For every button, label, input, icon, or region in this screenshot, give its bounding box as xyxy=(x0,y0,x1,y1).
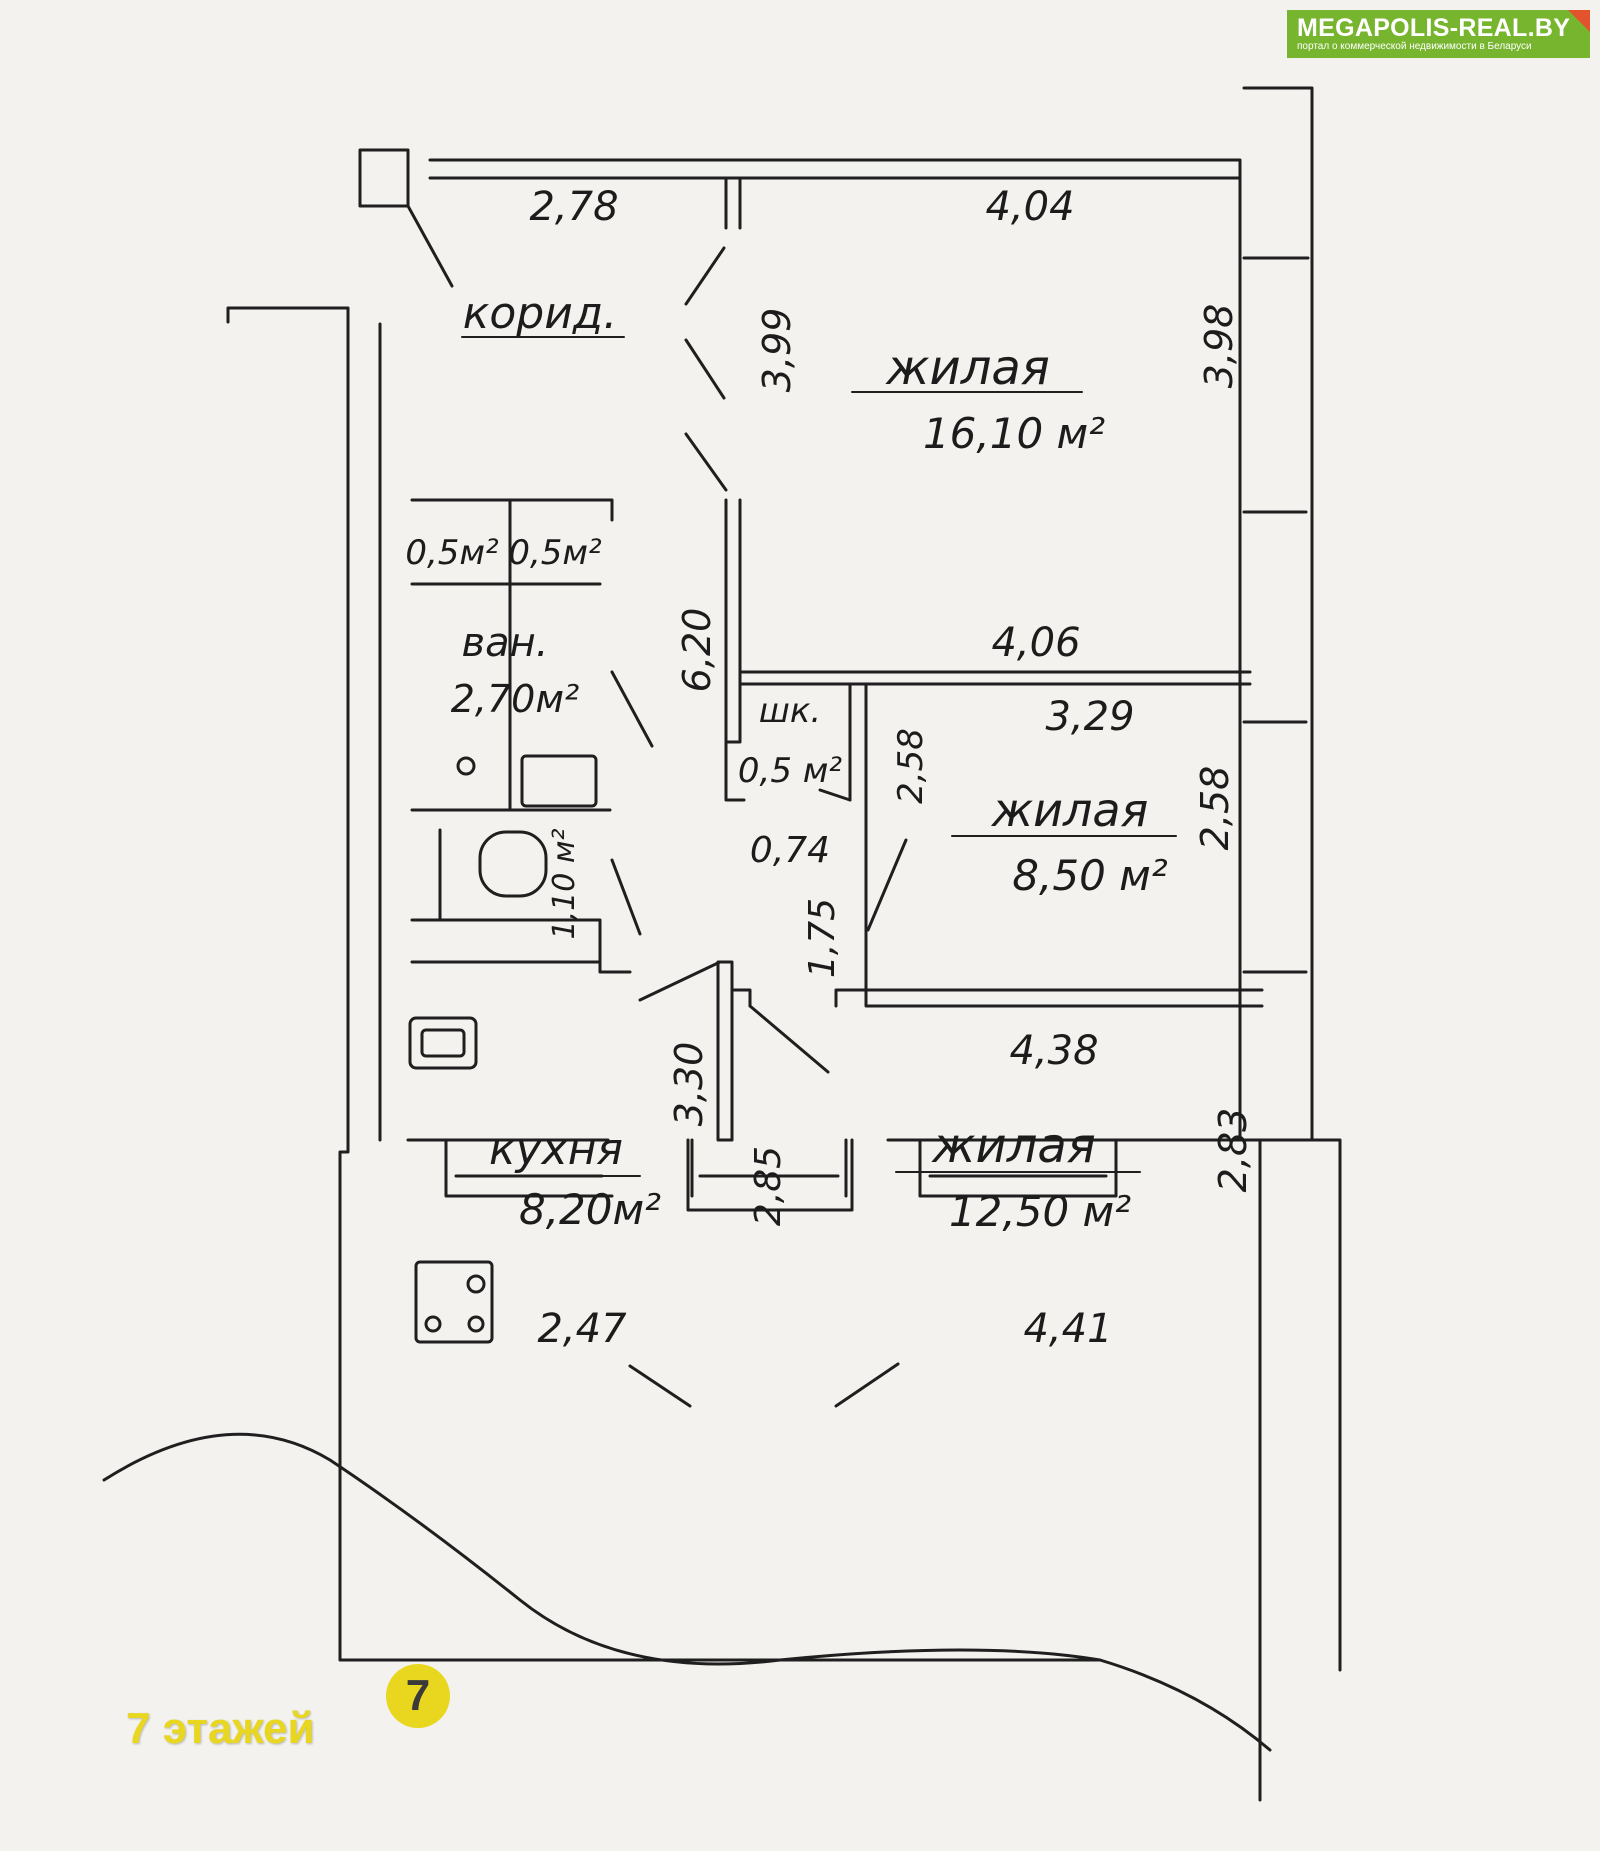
dim-corridor-top: 2,78 xyxy=(529,184,618,230)
closet-main-area: 0,5 м² xyxy=(738,751,843,791)
dim-living-mid-top: 4,38 xyxy=(1009,1028,1098,1074)
door-swings xyxy=(406,204,908,1408)
dim-kitchen-bottom: 2,47 xyxy=(537,1306,627,1352)
floors-stamp-text: 7 этажей xyxy=(126,1704,315,1753)
balcony-outline xyxy=(102,1432,1272,1752)
dim-living-mid-bottom: 4,41 xyxy=(1023,1306,1112,1352)
sink-inner xyxy=(420,1028,466,1058)
megapolis-watermark: MEGAPOLIS-REAL.BY портал о коммерческой … xyxy=(1287,10,1590,58)
wc-area: 1,10 м² xyxy=(547,829,582,940)
living-large-bottom-wall xyxy=(738,670,1252,686)
top-left-pillar xyxy=(358,148,410,208)
dim-kitchen-inner: 2,85 xyxy=(748,1146,789,1226)
burner xyxy=(424,1315,442,1333)
closet-walls xyxy=(724,682,868,840)
closet-main-name: шк. xyxy=(759,691,821,731)
dim-living-small-side: 2,58 xyxy=(1193,766,1237,851)
dim-closet-side: 2,58 xyxy=(891,728,931,804)
closet-1-area: 0,5м² xyxy=(405,533,499,573)
kitchen-partition xyxy=(716,960,752,1142)
room-kitchen-name: кухня xyxy=(489,1124,623,1175)
closet-2-area: 0,5м² xyxy=(508,533,602,573)
dim-corridor-side: 3,99 xyxy=(755,308,799,393)
room-living-mid-name: жилая xyxy=(931,1118,1095,1174)
watermark-tagline: портал о коммерческой недвижимости в Бел… xyxy=(1297,41,1532,52)
room-bath-name: ван. xyxy=(462,620,549,666)
living-small-bottom-wall xyxy=(834,836,1264,1008)
bottom-wall xyxy=(406,1138,1272,1198)
toilet xyxy=(478,830,548,898)
watermark-site: MEGAPOLIS-REAL.BY xyxy=(1297,14,1571,42)
floors-stamp: 7 этажей 7 xyxy=(126,1664,456,1764)
room-kitchen-area: 8,20м² xyxy=(519,1185,661,1234)
burner xyxy=(466,1274,486,1294)
room-living-mid-area: 12,50 м² xyxy=(949,1187,1131,1236)
bath-walls xyxy=(410,498,632,974)
drain xyxy=(456,756,476,776)
room-bath-area: 2,70м² xyxy=(451,677,580,721)
burner xyxy=(467,1315,485,1333)
room-corridor: корид. xyxy=(463,288,617,339)
room-living-large-area: 16,10 м² xyxy=(923,409,1105,458)
label-underlines xyxy=(461,336,1177,1177)
dim-kitchen-side: 3,30 xyxy=(667,1042,711,1127)
dim-living-mid-side: 2,83 xyxy=(1211,1108,1255,1193)
dim-corridor-long: 6,20 xyxy=(675,608,719,693)
dim-living-large-side: 3,98 xyxy=(1197,304,1241,389)
sink xyxy=(408,1016,478,1070)
outer-wall xyxy=(428,158,1242,1142)
stamp-logo-icon: 7 xyxy=(386,1664,450,1728)
right-column xyxy=(1242,86,1314,1142)
left-wall xyxy=(226,306,1102,1662)
dim-living-small-top: 3,29 xyxy=(1045,694,1134,740)
dim-living-large-top: 4,04 xyxy=(985,184,1074,230)
dim-living-large-bottom: 4,06 xyxy=(991,620,1080,666)
right-outer-wall xyxy=(1238,1138,1342,1802)
room-living-small-name: жилая xyxy=(991,783,1149,837)
stove xyxy=(414,1260,494,1344)
dim-door-gap: 1,75 xyxy=(802,898,843,978)
room-living-large-name: жилая xyxy=(885,340,1049,396)
room-living-small-area: 8,50 м² xyxy=(1012,851,1168,900)
dim-closet-bottom: 0,74 xyxy=(750,830,830,871)
corridor-wall xyxy=(724,176,742,744)
watermark-corner-icon xyxy=(1568,10,1590,32)
bathtub xyxy=(520,754,598,808)
